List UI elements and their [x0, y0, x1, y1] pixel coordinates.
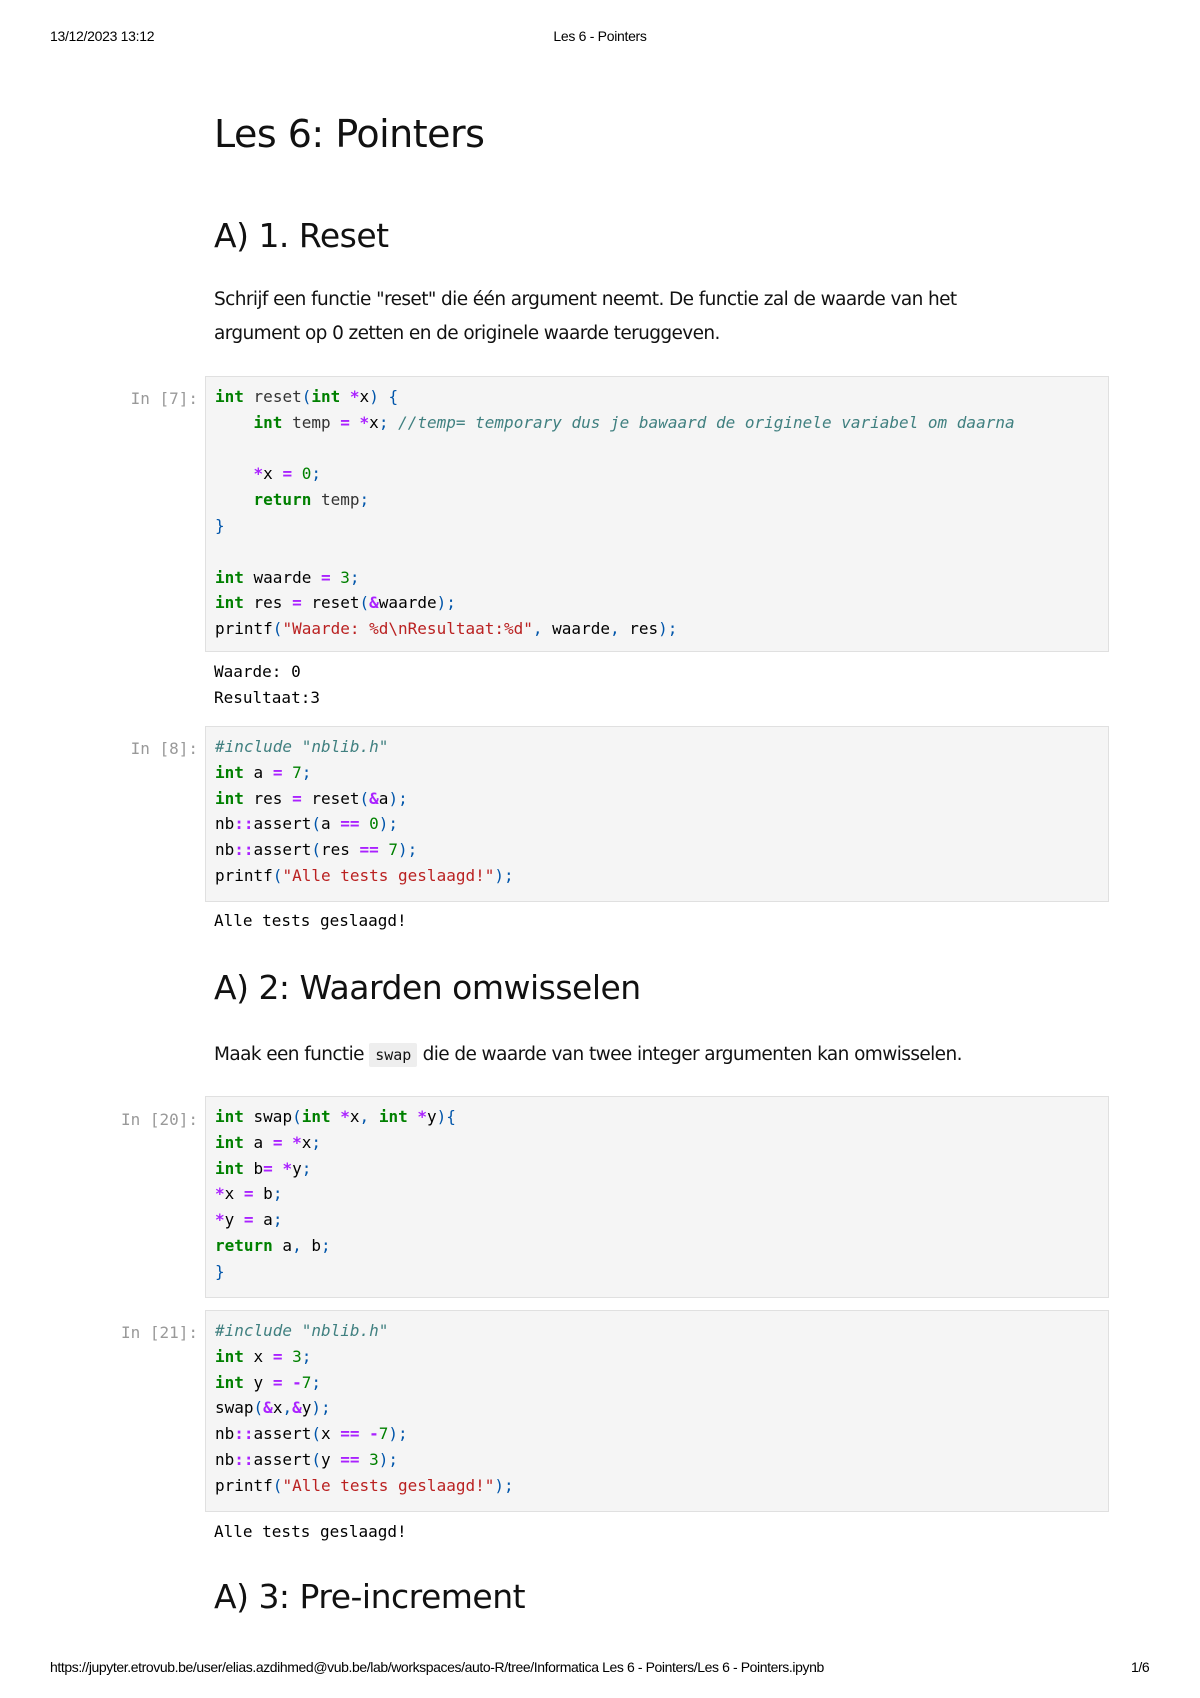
print-footer: https://jupyter.etrovub.be/user/elias.az… [0, 1659, 1200, 1679]
cell-prompt: In [7]: [130, 389, 198, 408]
cell-output: Waarde: 0 Resultaat:3 [214, 659, 320, 711]
code-editor[interactable]: int swap(int *x, int *y){ int a = *x; in… [215, 1107, 456, 1281]
code-editor[interactable]: #include "nblib.h" int a = 7; int res = … [215, 737, 514, 885]
description-text: Maak een functie [214, 1044, 365, 1065]
section-heading-reset: A) 1. Reset [214, 216, 389, 255]
cell-prompt: In [21]: [120, 1323, 198, 1342]
cell-output: Alle tests geslaagd! [214, 1519, 407, 1545]
code-cell-swap-test[interactable]: #include "nblib.h" int x = 3; int y = -7… [205, 1310, 1109, 1512]
output-line: Alle tests geslaagd! [214, 1522, 407, 1541]
print-page-number: 1/6 [1131, 1659, 1150, 1675]
output-line: Alle tests geslaagd! [214, 911, 407, 930]
code-editor[interactable]: #include "nblib.h" int x = 3; int y = -7… [215, 1321, 514, 1495]
print-url: https://jupyter.etrovub.be/user/elias.az… [50, 1659, 824, 1675]
notebook-title: Les 6: Pointers [214, 112, 485, 156]
description-text: die de waarde van twee integer argumente… [422, 1044, 963, 1065]
cell-output: Alle tests geslaagd! [214, 908, 407, 934]
code-cell-reset[interactable]: int reset(int *x) { int temp = *x; //tem… [205, 376, 1109, 652]
code-cell-swap[interactable]: int swap(int *x, int *y){ int a = *x; in… [205, 1096, 1109, 1298]
code-cell-reset-test[interactable]: #include "nblib.h" int a = 7; int res = … [205, 726, 1109, 902]
inline-code-swap: swap [369, 1043, 418, 1067]
print-header: 13/12/2023 13:12 Les 6 - Pointers [0, 28, 1200, 48]
section-heading-preincrement: A) 3: Pre-increment [214, 1577, 526, 1616]
cell-prompt: In [8]: [130, 739, 198, 758]
section-heading-swap: A) 2: Waarden omwisselen [214, 968, 641, 1007]
section-description-swap: Maak een functie swap die de waarde van … [214, 1038, 1094, 1072]
output-line: Waarde: 0 [214, 662, 301, 681]
code-editor[interactable]: int reset(int *x) { int temp = *x; //tem… [215, 387, 1015, 639]
section-description-reset: Schrijf een functie "reset" die één argu… [214, 289, 957, 344]
output-line: Resultaat:3 [214, 688, 320, 707]
print-page-title: Les 6 - Pointers [553, 28, 647, 44]
cell-prompt: In [20]: [120, 1110, 198, 1129]
print-datetime: 13/12/2023 13:12 [50, 28, 155, 44]
